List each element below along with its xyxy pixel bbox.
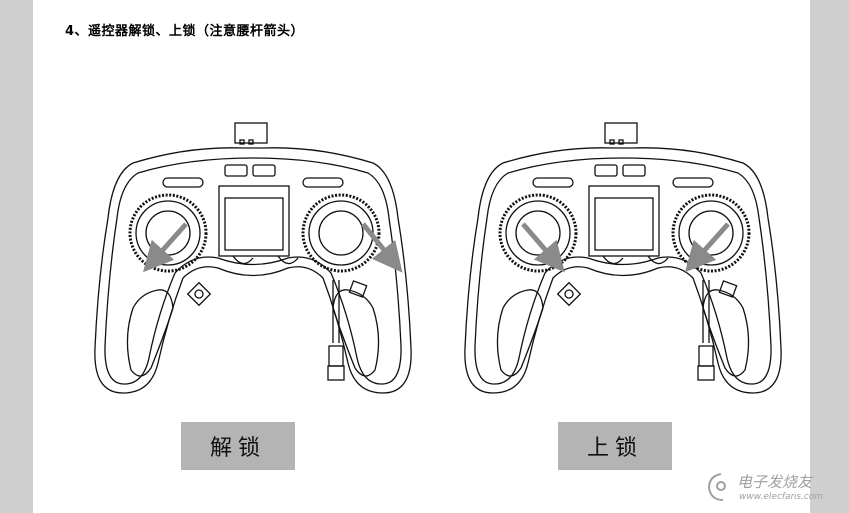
watermark-logo-icon — [707, 473, 726, 501]
lock-label: 上锁 — [558, 422, 672, 470]
watermark-text: 电子发烧友 — [737, 473, 813, 491]
controller-diagram-unlock — [94, 122, 412, 394]
document-page: 4、遥控器解锁、上锁（注意腰杆箭头） — [33, 0, 810, 513]
controller-diagram-lock — [464, 122, 782, 394]
unlock-label: 解锁 — [181, 422, 295, 470]
watermark-url: www.elecfans.com — [739, 492, 824, 502]
watermark: 电子发烧友 www.elecfans.com — [705, 470, 845, 510]
section-heading: 4、遥控器解锁、上锁（注意腰杆箭头） — [65, 24, 305, 39]
